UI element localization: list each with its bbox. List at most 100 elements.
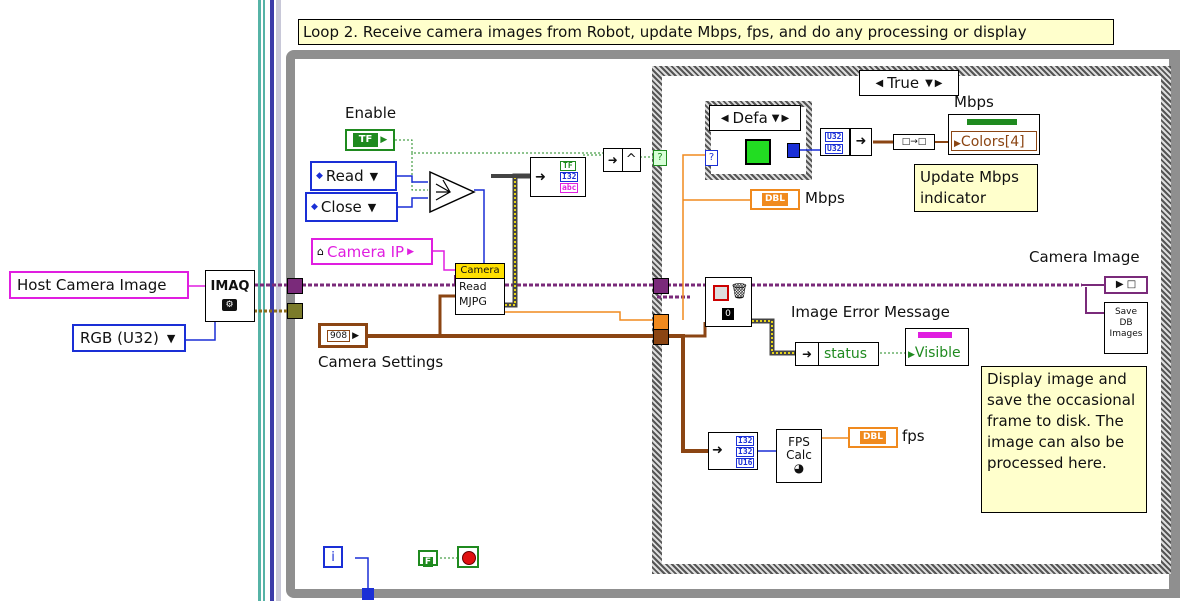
decrement-icon: ◀	[720, 112, 729, 124]
decrement-icon: ◀	[875, 77, 884, 89]
build-array-node: U32 U32	[820, 128, 850, 156]
display-image-comment: Display image and save the occasional fr…	[981, 366, 1147, 513]
home-icon: ⌂	[317, 245, 324, 258]
iteration-terminal: i	[323, 546, 343, 568]
fps-bundle-2: I32	[736, 447, 755, 457]
case-selector-value: True	[887, 74, 920, 92]
while-loop-frame	[286, 50, 1180, 598]
status-field: status	[824, 346, 868, 362]
enable-control[interactable]: TF ▶	[345, 129, 395, 151]
iteration-tunnel	[362, 588, 374, 600]
case-tunnel-numeric	[653, 314, 669, 330]
frame-bar-teal	[258, 0, 261, 601]
false-constant[interactable]: F	[418, 550, 438, 567]
mbps-label: Mbps	[805, 189, 845, 207]
read-enum-label: Read	[325, 167, 364, 185]
frame-bar-blue	[270, 0, 274, 601]
cluster-icon: 908	[326, 329, 351, 342]
update-mbps-comment: Update Mbps indicator	[914, 164, 1038, 212]
camera-read-mjpg-node[interactable]: Camera Read MJPG	[455, 263, 505, 315]
camera-read-line1: Read	[459, 280, 487, 293]
bundle-abc: abc	[560, 183, 579, 193]
stop-dot	[462, 551, 476, 565]
save-db-images-node: Save DB Images	[1104, 302, 1148, 354]
camera-ip-label: Camera IP	[326, 242, 405, 261]
mbps-property-node[interactable]: ▶Colors[4]	[948, 114, 1040, 155]
select-node[interactable]	[428, 170, 476, 214]
enable-label: Enable	[345, 104, 397, 122]
camera-read-line2: MJPG	[459, 295, 487, 308]
arrow-right-icon: ▶	[954, 139, 961, 149]
enable-arrow-icon: ▶	[380, 135, 388, 145]
mbps-bar	[953, 118, 1035, 126]
frame-bar-teal-2	[263, 0, 265, 601]
arrow-icon: ➜	[796, 343, 819, 365]
loop-comment: Loop 2. Receive camera images from Robot…	[298, 19, 1114, 45]
increment-icon: ▶	[934, 77, 943, 89]
bundle-arrow-node: ➜	[850, 128, 872, 156]
enable-tf-icon: TF	[352, 133, 379, 147]
case-tunnel-image	[653, 278, 669, 294]
camera-ip-control[interactable]: ⌂ Camera IP ▶	[311, 238, 433, 265]
frame-bar-grey	[276, 0, 281, 601]
fps-bundle-3: U16	[736, 458, 755, 468]
host-camera-image-control[interactable]: Host Camera Image	[9, 271, 189, 299]
trash-icon: 🗑	[730, 282, 750, 300]
camera-image-indicator[interactable]: ▶ □	[1104, 276, 1148, 294]
increment-icon: ▶	[781, 112, 790, 124]
bundle-tf: TF	[560, 161, 576, 171]
settings-tunnel-left	[287, 303, 303, 319]
mbps-colors-field: ▶Colors[4]	[951, 131, 1037, 151]
u32-top: U32	[825, 132, 844, 142]
rgb-type-enum[interactable]: RGB (U32) ▼	[72, 324, 186, 352]
clear-errors-node: 🗑 0	[705, 277, 752, 327]
read-enum[interactable]: ◆ Read ▼	[310, 161, 397, 191]
case-tunnel-bool: ?	[653, 150, 667, 166]
camera-settings-control[interactable]: 908 ▶	[318, 323, 368, 348]
mbps-dbl-indicator: DBL	[750, 189, 800, 210]
rgb-type-label: RGB (U32)	[80, 329, 159, 347]
case-selector[interactable]: ◀ True ▼ ▶	[859, 70, 959, 96]
arrow-right-icon: ▶	[908, 350, 915, 360]
mbps-bar-fill	[967, 119, 1017, 125]
visible-property-node[interactable]: ▶Visible	[905, 328, 969, 366]
color-constant[interactable]	[745, 139, 771, 165]
dbl-tag: DBL	[761, 193, 789, 206]
unbundle-status-node: ➜ status	[795, 342, 879, 366]
camera-image-label: Camera Image	[1029, 248, 1140, 266]
fps-calc-line2: Calc	[786, 448, 812, 462]
inner-tunnel	[787, 143, 800, 158]
chevron-down-icon: ▼	[369, 169, 379, 183]
fps-calc-node: FPS Calc ◕	[776, 429, 822, 483]
image-tunnel-left	[287, 278, 303, 294]
inner-case-value: Defa	[732, 109, 768, 127]
stop-condition-icon	[457, 546, 479, 568]
bundle-i32: I32	[560, 172, 579, 182]
close-inc-icon: ◆	[311, 202, 318, 212]
selector-terminal: ?	[705, 150, 718, 166]
error-icon	[713, 285, 729, 301]
arrow-right-icon: ▶	[352, 330, 360, 341]
fps-dbl-indicator: DBL	[848, 427, 898, 448]
colors-label: Colors[4]	[960, 134, 1025, 150]
and-arrow-icon: ➜	[604, 149, 623, 171]
bundle-arrow-icon: ➜	[535, 170, 546, 185]
visible-bar	[918, 332, 952, 338]
close-enum[interactable]: ◆ Close ▼	[305, 192, 398, 222]
u32-bot: U32	[825, 144, 844, 154]
inner-case-selector[interactable]: ◀ Defa ▼ ▶	[709, 105, 801, 131]
camera-read-header: Camera	[456, 264, 504, 279]
imaq-create-node[interactable]: IMAQ ⚙	[205, 270, 255, 322]
chevron-down-icon: ▼	[166, 331, 176, 345]
fps-bundle-1: I32	[736, 436, 755, 446]
error-const: 0	[722, 308, 734, 320]
arrow-right-icon: ▶	[407, 246, 415, 257]
imaq-title: IMAQ	[210, 279, 250, 294]
fps-bundle-node: ➜ I32 I32 U16	[708, 432, 758, 470]
visible-field: ▶Visible	[908, 343, 961, 365]
fps-label: fps	[902, 427, 925, 445]
gauge-icon: ◕	[793, 461, 805, 475]
save-db-line2: DB	[1119, 318, 1133, 328]
fps-calc-line1: FPS	[788, 435, 810, 449]
chevron-down-icon: ▼	[367, 200, 377, 214]
